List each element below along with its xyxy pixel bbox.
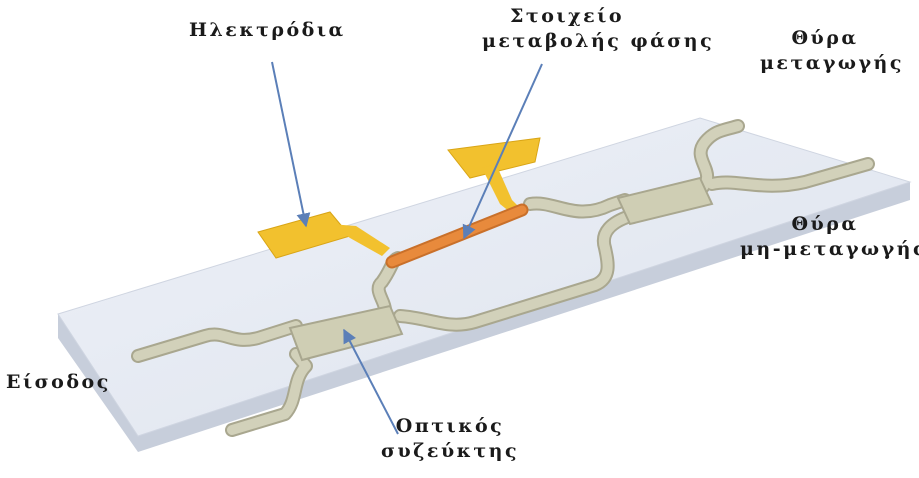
- pointer-arrows: [271, 61, 543, 435]
- label-input: Είσοδος: [6, 370, 111, 395]
- electrode-pad-right: [447, 137, 541, 179]
- label-unswitched-port-line1: Θύρα: [791, 213, 859, 235]
- label-electrodes: Ηλεκτρόδια: [189, 18, 346, 43]
- label-switched-port: Θύρα μεταγωγής: [760, 26, 904, 76]
- label-input-text: Είσοδος: [6, 371, 111, 393]
- label-unswitched-port: Θύρα μη-μεταγωγής: [740, 212, 919, 262]
- label-phase-shifter-line1: Στοιχείο: [510, 5, 624, 27]
- label-phase-shifter-line2: μεταβολής φάσης: [482, 30, 715, 52]
- label-optical-coupler: Οπτικός συζεύκτης: [375, 414, 525, 464]
- label-unswitched-port-line2: μη-μεταγωγής: [740, 238, 919, 260]
- electrode-lead-left: [330, 224, 390, 256]
- electrodes: [257, 137, 541, 259]
- label-optical-coupler-line1: Οπτικός: [395, 415, 505, 437]
- arrow-phase-shifter: [462, 63, 543, 240]
- label-phase-shifter: Στοιχείο μεταβολής φάσης: [482, 4, 715, 54]
- arrow-optical-coupler: [343, 328, 399, 435]
- phase-shifter: [385, 203, 529, 269]
- label-switched-port-line2: μεταγωγής: [760, 52, 904, 74]
- label-optical-coupler-line2: συζεύκτης: [380, 440, 520, 462]
- arrow-electrodes: [271, 61, 311, 228]
- label-electrodes-text: Ηλεκτρόδια: [189, 19, 346, 41]
- optical-coupler-right: [616, 176, 714, 226]
- label-switched-port-line1: Θύρα: [791, 27, 859, 49]
